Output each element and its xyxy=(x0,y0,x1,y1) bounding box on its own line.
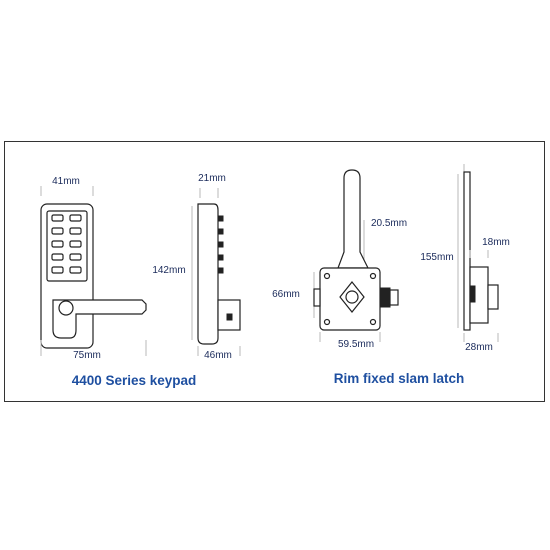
side-button xyxy=(217,241,224,248)
latch-screw xyxy=(369,272,377,280)
keypad-button xyxy=(51,266,64,274)
keypad-button xyxy=(69,266,82,274)
latch-screw xyxy=(323,272,331,280)
keypad-button xyxy=(69,227,82,235)
keypad-height-label: 142mm xyxy=(152,265,185,276)
latch-side-plate xyxy=(463,171,471,331)
keypad-button xyxy=(51,214,64,222)
keypad-side-body xyxy=(197,203,219,345)
keypad-top-label: 21mm xyxy=(198,173,226,184)
latch-bolt xyxy=(379,287,391,308)
latch-side-height-label: 155mm xyxy=(420,252,453,263)
side-button xyxy=(217,215,224,222)
keypad-side-view xyxy=(191,188,241,356)
latch-screw xyxy=(323,318,331,326)
keypad-button xyxy=(69,253,82,261)
latch-width-label: 59.5mm xyxy=(338,339,374,350)
keypad-front-view xyxy=(40,186,147,356)
keypad-button xyxy=(51,227,64,235)
latch-keyhole xyxy=(345,290,359,304)
keypad-button xyxy=(69,240,82,248)
keypad-width-label: 41mm xyxy=(52,176,80,187)
side-button xyxy=(217,228,224,235)
latch-side-depth-label: 18mm xyxy=(482,237,510,248)
keypad-bottom-label: 46mm xyxy=(204,350,232,361)
latch-height-label: 66mm xyxy=(272,289,300,300)
latch-side-knob xyxy=(487,284,499,310)
latch-bar xyxy=(337,169,369,269)
side-handle-screw xyxy=(226,313,233,321)
keypad-lever-handle xyxy=(52,299,147,339)
latch-screw xyxy=(369,318,377,326)
latch-bolt-end xyxy=(389,289,399,306)
keypad-depth-label: 75mm xyxy=(73,350,101,361)
keypad-button xyxy=(69,214,82,222)
latch-front-view xyxy=(313,169,399,342)
latch-left-stub xyxy=(313,288,321,307)
latch-side-bolt-slot xyxy=(469,285,476,303)
latch-side-view xyxy=(457,164,499,342)
side-button xyxy=(217,267,224,274)
keypad-buttons xyxy=(51,214,82,274)
keypad-caption: 4400 Series keypad xyxy=(72,373,197,388)
keypad-button xyxy=(51,240,64,248)
latch-bar-label: 20.5mm xyxy=(371,218,407,229)
keypad-button xyxy=(51,253,64,261)
lever-hub xyxy=(58,300,74,316)
latch-caption: Rim fixed slam latch xyxy=(334,371,465,386)
latch-side-bottom-label: 28mm xyxy=(465,342,493,353)
figure-frame xyxy=(4,141,545,402)
side-button xyxy=(217,254,224,261)
keypad-side-buttons xyxy=(217,215,224,274)
